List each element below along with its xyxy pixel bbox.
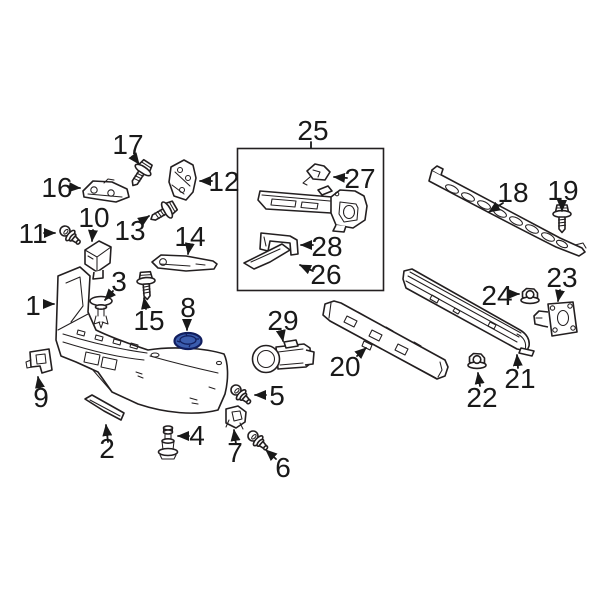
callout-label-24[interactable]: 24 [481, 280, 512, 311]
part-20-absorber-drawing [322, 300, 449, 380]
part-7-grommet-drawing [225, 405, 247, 430]
callout-arrow-9 [35, 376, 45, 389]
callout-label-4[interactable]: 4 [189, 420, 205, 451]
callout-label-3[interactable]: 3 [111, 266, 127, 297]
callout-arrow-14 [184, 242, 195, 255]
part-29-park-sensor-drawing [251, 339, 315, 374]
callout-label-10[interactable]: 10 [78, 202, 109, 233]
callout-label-25[interactable]: 25 [297, 115, 328, 146]
callout-arrow-16 [67, 182, 81, 193]
part-27-clip-drawing [302, 163, 331, 186]
part-1-bumper-cover-drawing [55, 266, 229, 414]
callout-label-9[interactable]: 9 [33, 382, 49, 413]
callout-label-15[interactable]: 15 [133, 305, 164, 336]
part-12-support-drawing [168, 159, 197, 201]
callout-label-2[interactable]: 2 [99, 433, 115, 464]
callout-arrow-3 [104, 288, 117, 301]
part-17-bolt-drawing [124, 156, 157, 192]
callout-label-20[interactable]: 20 [329, 351, 360, 382]
callout-label-7[interactable]: 7 [227, 437, 243, 468]
callout-label-19[interactable]: 19 [547, 175, 578, 206]
callout-arrow-22 [474, 372, 485, 387]
callout-arrow-7 [230, 429, 241, 445]
callout-label-11[interactable]: 11 [18, 218, 47, 249]
callout-label-18[interactable]: 18 [497, 177, 528, 208]
callout-label-6[interactable]: 6 [275, 452, 291, 483]
part-23-bracket-drawing [533, 301, 578, 337]
part-24-nut-drawing [520, 287, 540, 305]
callout-label-23[interactable]: 23 [546, 262, 577, 293]
callout-label-21[interactable]: 21 [504, 363, 535, 394]
part-18-upper-retainer-drawing [428, 165, 587, 257]
callout-label-12[interactable]: 12 [208, 166, 239, 197]
part-2-strip-drawing [84, 394, 125, 421]
callout-arrow-29 [275, 329, 286, 342]
callout-arrow-26 [299, 264, 314, 275]
callout-arrow-17 [128, 152, 140, 165]
callout-label-29[interactable]: 29 [267, 305, 298, 336]
part-8-grommet-highlighted[interactable] [173, 331, 203, 351]
callout-arrow-2 [102, 424, 113, 443]
callout-label-17[interactable]: 17 [112, 129, 143, 160]
callout-label-26[interactable]: 26 [310, 259, 341, 290]
callout-labels: 1 2 3 4 5 6 7 8 9 10 11 12 13 14 15 16 1… [18, 115, 578, 483]
callout-arrow-15 [141, 297, 151, 310]
part-28-bracket-drawing [259, 232, 299, 256]
callout-label-27[interactable]: 27 [344, 163, 375, 194]
callout-label-22[interactable]: 22 [466, 382, 497, 413]
assembly-box-25 [236, 147, 385, 292]
callout-label-13[interactable]: 13 [114, 215, 145, 246]
callout-label-1[interactable]: 1 [25, 290, 41, 321]
callout-arrow-10 [88, 229, 98, 242]
callout-arrow-18 [488, 201, 504, 213]
callout-arrows [35, 141, 567, 462]
part-16-bracket-drawing [82, 178, 130, 203]
callout-arrow-23 [555, 289, 565, 302]
part-26-plate-drawing [243, 243, 291, 270]
part-4-retainer-drawing [157, 425, 179, 460]
part-9-bracket-drawing [25, 348, 53, 374]
callout-label-28[interactable]: 28 [311, 231, 342, 262]
callout-label-14[interactable]: 14 [174, 221, 205, 252]
part-10-retainer-drawing [84, 240, 112, 280]
callout-label-5[interactable]: 5 [269, 380, 285, 411]
callout-label-8[interactable]: 8 [180, 292, 196, 323]
callout-arrow-13 [137, 215, 150, 227]
callout-arrow-21 [512, 354, 523, 369]
part-14-bracket-drawing [151, 254, 218, 272]
part-22-nut-drawing [467, 352, 487, 370]
part-25-support-drawing [257, 185, 368, 233]
part-6-screw-drawing [244, 427, 272, 455]
callout-arrow-20 [354, 347, 367, 360]
part-21-impact-bar-drawing [402, 268, 535, 357]
part-15-bolt-drawing [135, 270, 158, 301]
part-5-screw-drawing [227, 381, 255, 409]
callout-label-16[interactable]: 16 [41, 172, 72, 203]
callout-arrow-6 [265, 449, 278, 462]
callout-arrow-27 [333, 172, 348, 183]
